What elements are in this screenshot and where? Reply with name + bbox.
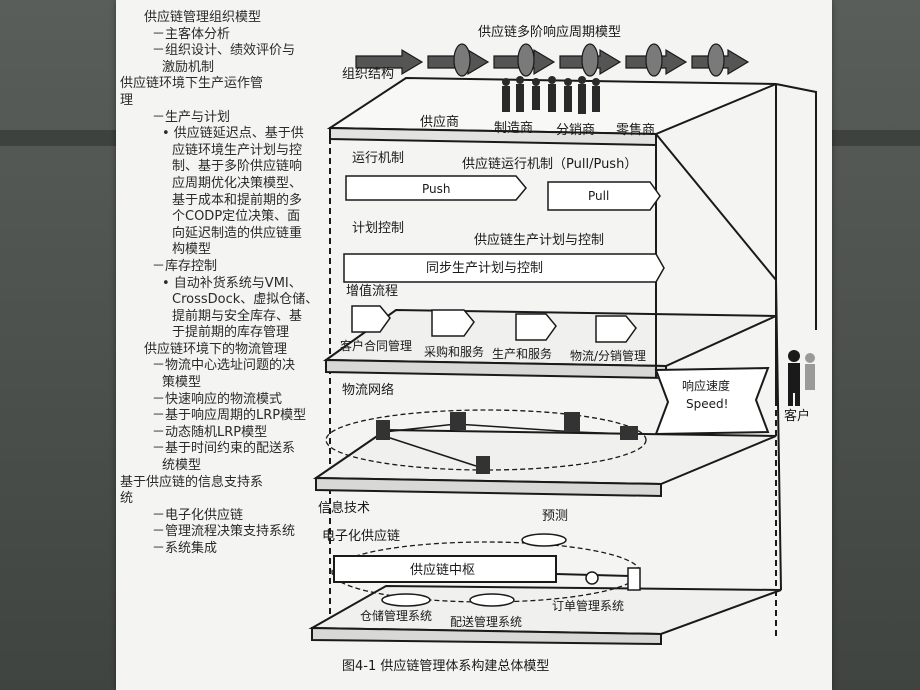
outline-line: 个CODP定位决策、面 [172, 209, 301, 225]
delivery-node [469, 593, 515, 607]
logistics-net-label: 物流网络 [342, 382, 394, 398]
outline-line: －物流中心选址问题的决 [152, 358, 296, 374]
outline-line: 基于成本和提前期的多 [172, 192, 303, 208]
architecture-diagram: 供应链多阶响应周期模型 组织结构 供应商 制造商 分销商 零售商 运行机制 供应… [308, 24, 817, 674]
warehouse-mgmt-label: 仓储管理系统 [360, 608, 432, 623]
outline-line: CrossDock、虚拟仓储、 [172, 292, 319, 308]
speed-label: Speed! [686, 397, 728, 411]
outline-line: 统模型 [162, 458, 202, 474]
pull-label: Pull [588, 189, 609, 203]
value-flow-label: 增值流程 [346, 283, 398, 299]
push-arrow [345, 175, 527, 201]
production-service-label: 生产和服务 [492, 346, 552, 361]
top-title: 供应链多阶响应周期模型 [478, 24, 621, 40]
outline-line: 统 [120, 491, 134, 507]
outline-line: －电子化供应链 [152, 507, 244, 523]
figure-caption: 图4-1 供应链管理体系构建总体模型 [342, 658, 549, 674]
customer-label: 客户 [784, 408, 810, 424]
hub-label: 供应链中枢 [410, 562, 475, 578]
outline-line: 策模型 [162, 375, 202, 391]
response-nodes [453, 43, 725, 77]
sync-arrow [343, 253, 665, 283]
forecast-label: 预测 [542, 509, 568, 524]
order-terminal [627, 567, 641, 591]
outline-line: 激励机制 [162, 59, 215, 75]
outline-line: 供应链环境下生产运作管 [120, 76, 264, 92]
outline-text: 供应链管理组织模型－主客体分析－组织设计、绩效评价与激励机制供应链环境下生产运作… [120, 10, 320, 558]
run-mech-label: 运行机制 [352, 151, 404, 166]
info-tech-label: 信息技术 [318, 500, 370, 516]
outline-line: －管理流程决策支持系统 [152, 524, 296, 540]
response-speed-label: 响应速度 [682, 378, 730, 393]
order-mgmt-label: 订单管理系统 [552, 598, 624, 613]
outline-line: 向延迟制造的供应链重 [172, 225, 303, 241]
outline-line: －组织设计、绩效评价与 [152, 43, 296, 59]
purchase-service-label: 采购和服务 [424, 344, 484, 359]
outline-line: －基于响应周期的LRP模型 [152, 408, 307, 424]
warehouse-node [381, 593, 431, 607]
outline-line: 构模型 [172, 242, 212, 258]
logistics-links [383, 423, 629, 467]
warehouse-icons [376, 412, 638, 474]
e-supply-label: 电子化供应链 [322, 528, 400, 544]
outline-line: 供应链管理组织模型 [144, 10, 262, 25]
manufacturer-label: 制造商 [494, 121, 533, 136]
outline-line: 提前期与安全库存、基 [172, 308, 303, 324]
logistics-network-ring [325, 409, 647, 471]
outline-line: • 供应链延迟点、基于供 [162, 126, 304, 142]
outline-line: 基于供应链的信息支持系 [120, 474, 264, 490]
org-label: 组织结构 [342, 67, 394, 82]
supplier-label: 供应商 [420, 114, 459, 130]
outline-line: • 自动补货系统与VMI、 [162, 275, 302, 291]
scanned-page: 供应链管理组织模型－主客体分析－组织设计、绩效评价与激励机制供应链环境下生产运作… [116, 0, 832, 690]
plan-ctrl-label: 计划控制 [352, 221, 404, 236]
org-people-icon [502, 76, 600, 114]
outline-line: －库存控制 [152, 258, 218, 274]
distributor-label: 分销商 [556, 123, 595, 138]
outline-line: －系统集成 [152, 541, 218, 556]
outline-line: 于提前期的库存管理 [172, 325, 290, 341]
value-flow-chevrons [351, 305, 637, 343]
delivery-mgmt-label: 配送管理系统 [450, 614, 522, 629]
outline-line: －基于时间约束的配送系 [152, 441, 296, 457]
outline-line: －主客体分析 [152, 26, 231, 42]
response-speed-badge [654, 366, 770, 436]
outline-line: 应链环境生产计划与控 [172, 142, 303, 158]
retailer-label: 零售商 [616, 122, 655, 138]
outline-line: －快速响应的物流模式 [152, 391, 283, 407]
outline-line: 应周期优化决策模型、 [172, 175, 303, 191]
plan-title: 供应链生产计划与控制 [474, 232, 604, 248]
customer-icon [788, 350, 800, 406]
right-edge-back [775, 83, 817, 330]
customer-contract-label: 客户合同管理 [340, 338, 412, 353]
layer-info-edge [311, 626, 662, 646]
outline-line: 供应链环境下的物流管理 [144, 341, 288, 357]
logistics-sales-label: 物流/分销管理 [570, 348, 646, 363]
response-cycle-arrows [355, 48, 750, 76]
outline-line: 理 [120, 92, 134, 108]
pull-arrow [547, 181, 661, 211]
order-node [585, 571, 599, 585]
outline-line: －动态随机LRP模型 [152, 424, 268, 440]
right-diagonal [655, 133, 782, 591]
hub-bar [333, 555, 557, 583]
run-mech-title: 供应链运行机制（Pull/Push） [462, 156, 637, 172]
sync-label: 同步生产计划与控制 [426, 261, 543, 276]
outline-line: －生产与计划 [152, 109, 231, 125]
outline-line: 制、基于多阶供应链响 [172, 159, 303, 175]
layer-logistics-edge [315, 476, 662, 498]
customer-shadow-icon [805, 353, 815, 390]
forecast-node [521, 533, 567, 547]
push-label: Push [422, 182, 451, 196]
